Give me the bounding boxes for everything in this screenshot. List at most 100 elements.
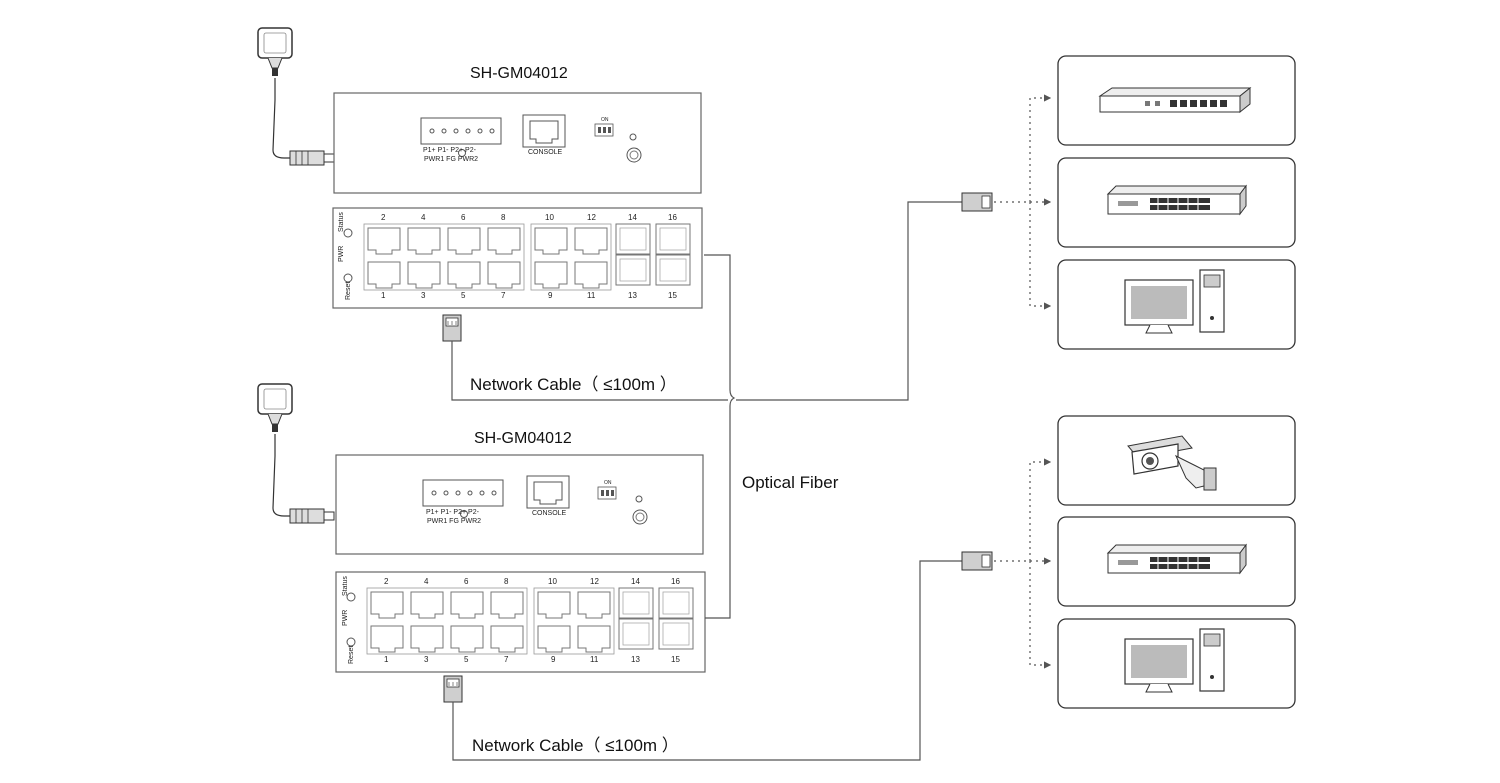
- led-label-reset: Reset: [348, 645, 355, 664]
- port-number: 1: [381, 291, 386, 300]
- port-number: 8: [504, 577, 509, 586]
- device-box-router: [1057, 55, 1296, 146]
- network-cable-label: Network Cable（ ≤100m ）: [472, 736, 679, 755]
- led-label-pwr: PWR: [338, 245, 345, 262]
- port-number: 5: [464, 655, 469, 664]
- computer-icon: [1124, 269, 1225, 334]
- power-plug-icon: [289, 508, 335, 524]
- terminal-block: [422, 479, 504, 507]
- switch-icon: [1106, 184, 1247, 216]
- network-plug-icon: [961, 192, 993, 212]
- terminal-label-top: P1+ P1- P2+ P2-: [426, 509, 479, 516]
- rj45-ports-group-1: [366, 587, 528, 655]
- ground-icon: [458, 149, 466, 157]
- network-cable-label: Network Cable（ ≤100m ）: [470, 375, 677, 394]
- router-icon: [1098, 86, 1252, 114]
- reset-button: [346, 637, 356, 647]
- port-number: 4: [421, 213, 426, 222]
- port-number: 10: [545, 213, 554, 222]
- distribution-lines-1: [994, 94, 1052, 310]
- optical-fiber-label: Optical Fiber: [742, 473, 839, 492]
- dip-label: ON: [601, 117, 609, 123]
- port-number: 10: [548, 577, 557, 586]
- port-number: 7: [501, 291, 506, 300]
- led-label-status: Status: [342, 576, 349, 596]
- port-number: 3: [424, 655, 429, 664]
- network-plug-icon: [443, 675, 463, 703]
- port-number: 13: [631, 655, 640, 664]
- power-adapter-icon: [257, 27, 293, 77]
- console-label: CONSOLE: [532, 510, 567, 517]
- console-port: [522, 114, 566, 148]
- port-number: 5: [461, 291, 466, 300]
- computer-icon: [1124, 628, 1225, 693]
- switch-model-title: SH-GM04012: [474, 430, 572, 447]
- device-box-switch-2: [1057, 516, 1296, 607]
- dip-switch: [594, 123, 614, 137]
- port-number: 1: [384, 655, 389, 664]
- optical-fiber-line: [704, 254, 736, 619]
- port-number: 16: [671, 577, 680, 586]
- network-cable-1: [451, 201, 962, 401]
- ground-screw-icon: [629, 133, 637, 141]
- ground-icon: [460, 510, 468, 518]
- port-number: 3: [421, 291, 426, 300]
- port-number: 15: [671, 655, 680, 664]
- console-label: CONSOLE: [528, 149, 563, 156]
- port-number: 14: [631, 577, 640, 586]
- device-box-computer-2: [1057, 618, 1296, 709]
- led-label-pwr: PWR: [342, 609, 349, 626]
- port-number: 8: [501, 213, 506, 222]
- distribution-lines-2: [994, 458, 1052, 669]
- rj45-ports-group-1: [363, 223, 525, 291]
- port-number: 6: [461, 213, 466, 222]
- terminal-label-bottom: PWR1 FG PWR2: [424, 156, 479, 163]
- port-number: 9: [548, 291, 553, 300]
- led-label-status: Status: [338, 212, 345, 232]
- port-number: 2: [381, 213, 386, 222]
- network-plug-icon: [442, 314, 462, 342]
- port-number: 4: [424, 577, 429, 586]
- grounding-hole: [626, 147, 642, 163]
- camera-icon: [1127, 435, 1217, 491]
- led-label-reset: Reset: [345, 281, 352, 300]
- network-plug-icon: [961, 551, 993, 571]
- port-number: 15: [668, 291, 677, 300]
- port-number: 11: [587, 291, 596, 300]
- rj45-ports-group-2: [530, 223, 612, 291]
- reset-button: [343, 273, 353, 283]
- terminal-block: [420, 117, 502, 145]
- dip-label: ON: [604, 480, 612, 486]
- port-number: 2: [384, 577, 389, 586]
- console-port: [526, 475, 570, 509]
- status-led: [343, 228, 353, 238]
- port-number: 12: [590, 577, 599, 586]
- port-number: 16: [668, 213, 677, 222]
- device-box-camera: [1057, 415, 1296, 506]
- port-number: 9: [551, 655, 556, 664]
- terminal-label-bottom: PWR1 FG PWR2: [427, 518, 482, 525]
- grounding-hole: [632, 509, 648, 525]
- device-box-switch-1: [1057, 157, 1296, 248]
- port-number: 11: [590, 655, 599, 664]
- switch-top-panel: [333, 92, 702, 194]
- port-number: 12: [587, 213, 596, 222]
- status-led: [346, 592, 356, 602]
- power-adapter-icon: [257, 383, 293, 433]
- power-plug-icon: [289, 150, 335, 166]
- dip-switch: [597, 486, 617, 500]
- network-cable-2: [452, 560, 962, 761]
- switch-top-panel: [335, 454, 704, 555]
- rj45-ports-group-2: [533, 587, 615, 655]
- switch-model-title: SH-GM04012: [470, 65, 568, 82]
- device-box-computer-1: [1057, 259, 1296, 350]
- port-number: 14: [628, 213, 637, 222]
- terminal-label-top: P1+ P1- P2+ P2-: [423, 147, 476, 154]
- port-number: 13: [628, 291, 637, 300]
- switch-2: [257, 383, 706, 703]
- port-number: 6: [464, 577, 469, 586]
- port-number: 7: [504, 655, 509, 664]
- switch-1: [257, 27, 703, 342]
- ground-screw-icon: [635, 495, 643, 503]
